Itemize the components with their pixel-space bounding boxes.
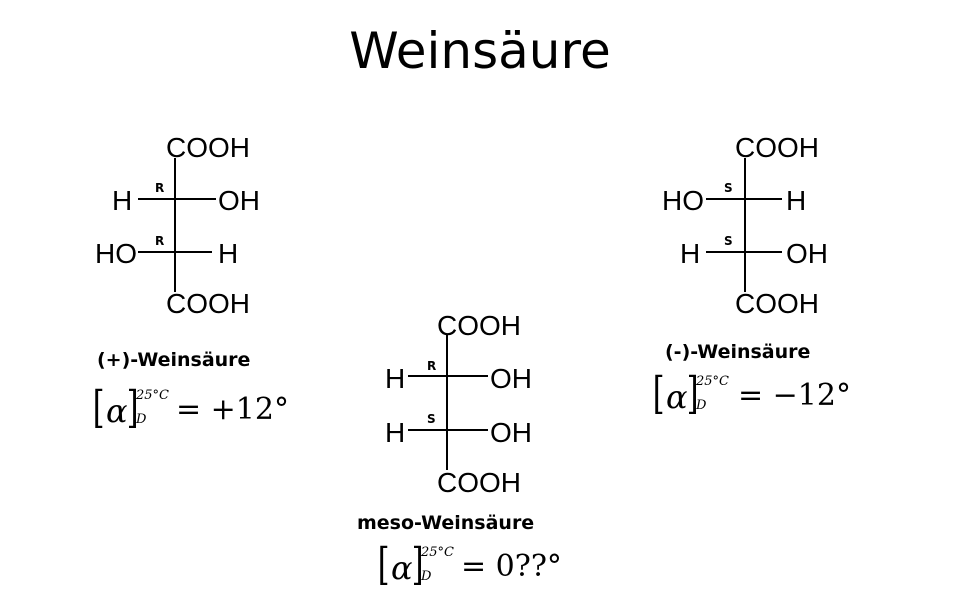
- plus-row1-left: H: [112, 185, 132, 216]
- minus-row2-left: H: [680, 238, 700, 269]
- minus-temp: 25°C: [696, 374, 729, 389]
- meso-row2-left: H: [385, 417, 405, 448]
- fischer-plus: COOH COOH H OH HO H R R: [95, 132, 260, 319]
- fischer-meso: COOH COOH H OH H OH R S: [385, 310, 532, 498]
- meso-rotation: [ α ] 25°C D = 0??°: [377, 539, 562, 590]
- plus-rotation: [ α ] 25°C D = +12°: [92, 382, 289, 433]
- minus-row1-config: S: [724, 181, 733, 195]
- meso-line: D: [421, 569, 432, 584]
- plus-row1-config: R: [155, 181, 164, 195]
- meso-top: COOH: [437, 310, 521, 341]
- minus-bottom: COOH: [735, 288, 819, 319]
- plus-top: COOH: [166, 132, 250, 163]
- plus-alpha: α: [106, 392, 128, 430]
- meso-name: meso-Weinsäure: [357, 512, 535, 534]
- meso-bottom: COOH: [437, 467, 521, 498]
- meso-row1-config: R: [427, 359, 436, 373]
- plus-row2-config: R: [155, 234, 164, 248]
- page-title: Weinsäure: [349, 22, 611, 80]
- meso-row2-right: OH: [490, 417, 532, 448]
- plus-row2-right: H: [218, 238, 238, 269]
- meso-row1-left: H: [385, 363, 405, 394]
- meso-temp: 25°C: [421, 545, 454, 560]
- minus-line: D: [696, 398, 707, 413]
- plus-temp: 25°C: [136, 388, 169, 403]
- fischer-minus: COOH COOH HO H H OH S S: [662, 132, 828, 319]
- plus-value: = +12°: [176, 392, 289, 427]
- minus-row1-left: HO: [662, 185, 704, 216]
- minus-top: COOH: [735, 132, 819, 163]
- minus-name: (-)-Weinsäure: [665, 341, 811, 363]
- meso-row1-right: OH: [490, 363, 532, 394]
- minus-value: = −12°: [738, 378, 851, 413]
- plus-row2-left: HO: [95, 238, 137, 269]
- minus-rotation: [ α ] 25°C D = −12°: [652, 368, 851, 419]
- minus-row2-config: S: [724, 234, 733, 248]
- plus-name: (+)-Weinsäure: [97, 349, 251, 371]
- plus-line: D: [136, 412, 147, 427]
- meso-row2-config: S: [427, 412, 436, 426]
- meso-alpha: α: [391, 549, 413, 587]
- minus-alpha: α: [666, 378, 688, 416]
- plus-row1-right: OH: [218, 185, 260, 216]
- minus-row1-right: H: [786, 185, 806, 216]
- minus-row2-right: OH: [786, 238, 828, 269]
- meso-value: = 0??°: [461, 549, 562, 584]
- plus-bottom: COOH: [166, 288, 250, 319]
